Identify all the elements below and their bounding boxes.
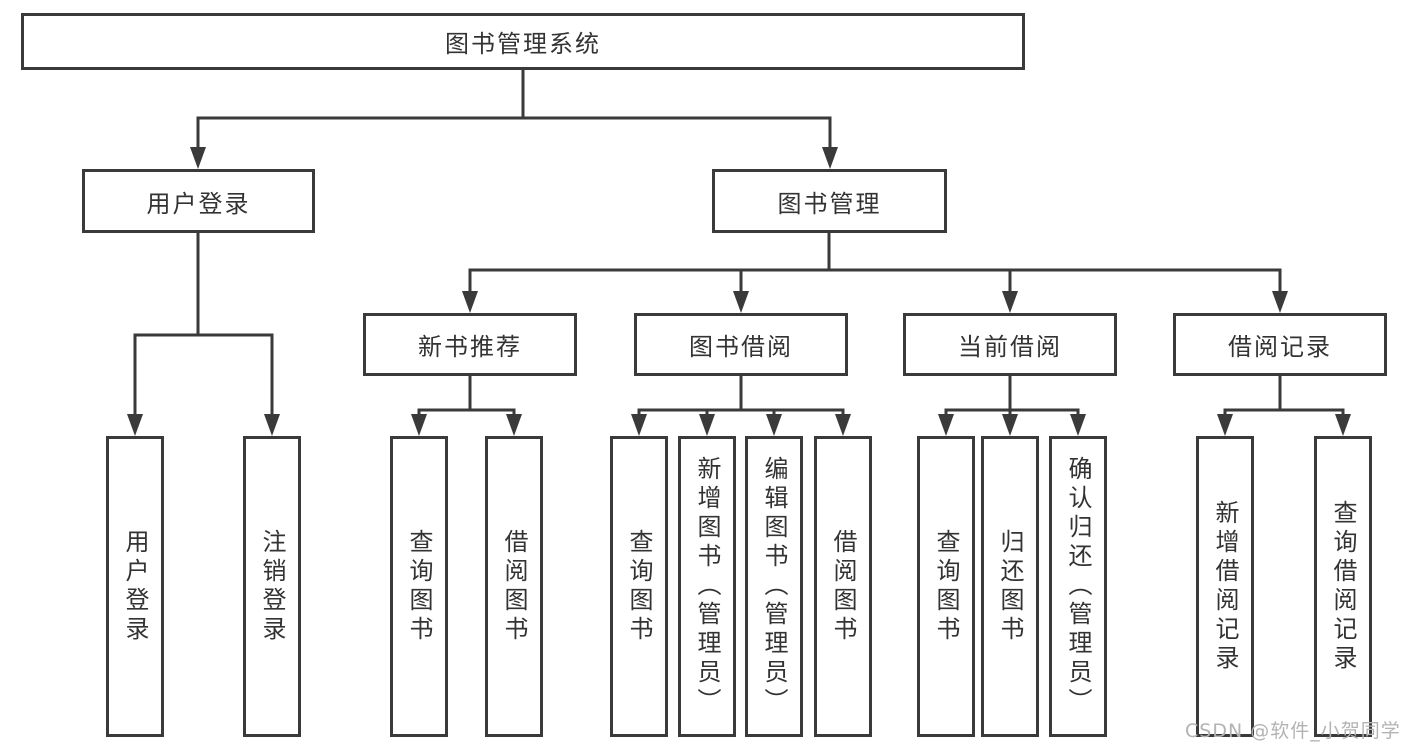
csdn-watermark: CSDN @软件_小贺同学 [1185, 720, 1401, 742]
leaf-add-books-admin: 新增图书（管理员） [678, 436, 736, 737]
leaf-borrow-books: 借阅图书 [814, 436, 872, 737]
leaf-edit-books-admin: 编辑图书（管理员） [745, 436, 803, 737]
leaf-confirm-return-admin: 确认归还（管理员） [1049, 436, 1107, 737]
leaf-search-books-borrowing: 查询图书 [610, 436, 668, 737]
node-library-management-system: 图书管理系统 [21, 13, 1025, 70]
node-label: 图书管理系统 [445, 30, 601, 58]
leaf-borrow-books-recommend: 借阅图书 [485, 436, 543, 737]
node-label: 借阅图书 [829, 528, 857, 645]
node-label: 查询图书 [625, 528, 653, 645]
node-label: 查询图书 [932, 528, 960, 645]
node-user-login: 用户登录 [82, 169, 315, 233]
leaf-search-borrow-record: 查询借阅记录 [1314, 436, 1372, 737]
node-label: 用户登录 [146, 189, 251, 218]
node-label: 图书管理 [777, 189, 882, 218]
node-label: 当前借阅 [958, 333, 1062, 361]
node-current-borrowing: 当前借阅 [903, 313, 1117, 376]
node-label: 借阅图书 [500, 528, 528, 645]
leaf-search-books-current: 查询图书 [917, 436, 975, 737]
node-label: 归还图书 [996, 528, 1024, 645]
node-label: 新增借阅记录 [1211, 499, 1239, 674]
leaf-logout: 注销登录 [243, 436, 301, 737]
node-label: 查询图书 [405, 528, 433, 645]
node-label: 图书借阅 [689, 333, 793, 361]
node-label: 确认归还（管理员） [1064, 456, 1092, 717]
leaf-search-books-recommend: 查询图书 [390, 436, 448, 737]
node-label: 新增图书（管理员） [693, 456, 721, 717]
node-book-management: 图书管理 [712, 169, 947, 233]
node-borrowing-records: 借阅记录 [1173, 313, 1387, 376]
node-label: 注销登录 [258, 528, 286, 645]
leaf-user-login: 用户登录 [106, 436, 164, 737]
node-label: 新书推荐 [418, 333, 522, 361]
node-label: 编辑图书（管理员） [760, 456, 788, 717]
node-book-borrowing: 图书借阅 [634, 313, 848, 376]
leaf-return-books: 归还图书 [981, 436, 1039, 737]
node-label: 用户登录 [121, 528, 149, 645]
node-label: 查询借阅记录 [1329, 499, 1357, 674]
node-label: 借阅记录 [1228, 333, 1332, 361]
leaf-add-borrow-record: 新增借阅记录 [1196, 436, 1254, 737]
node-new-book-recommend: 新书推荐 [363, 313, 577, 376]
